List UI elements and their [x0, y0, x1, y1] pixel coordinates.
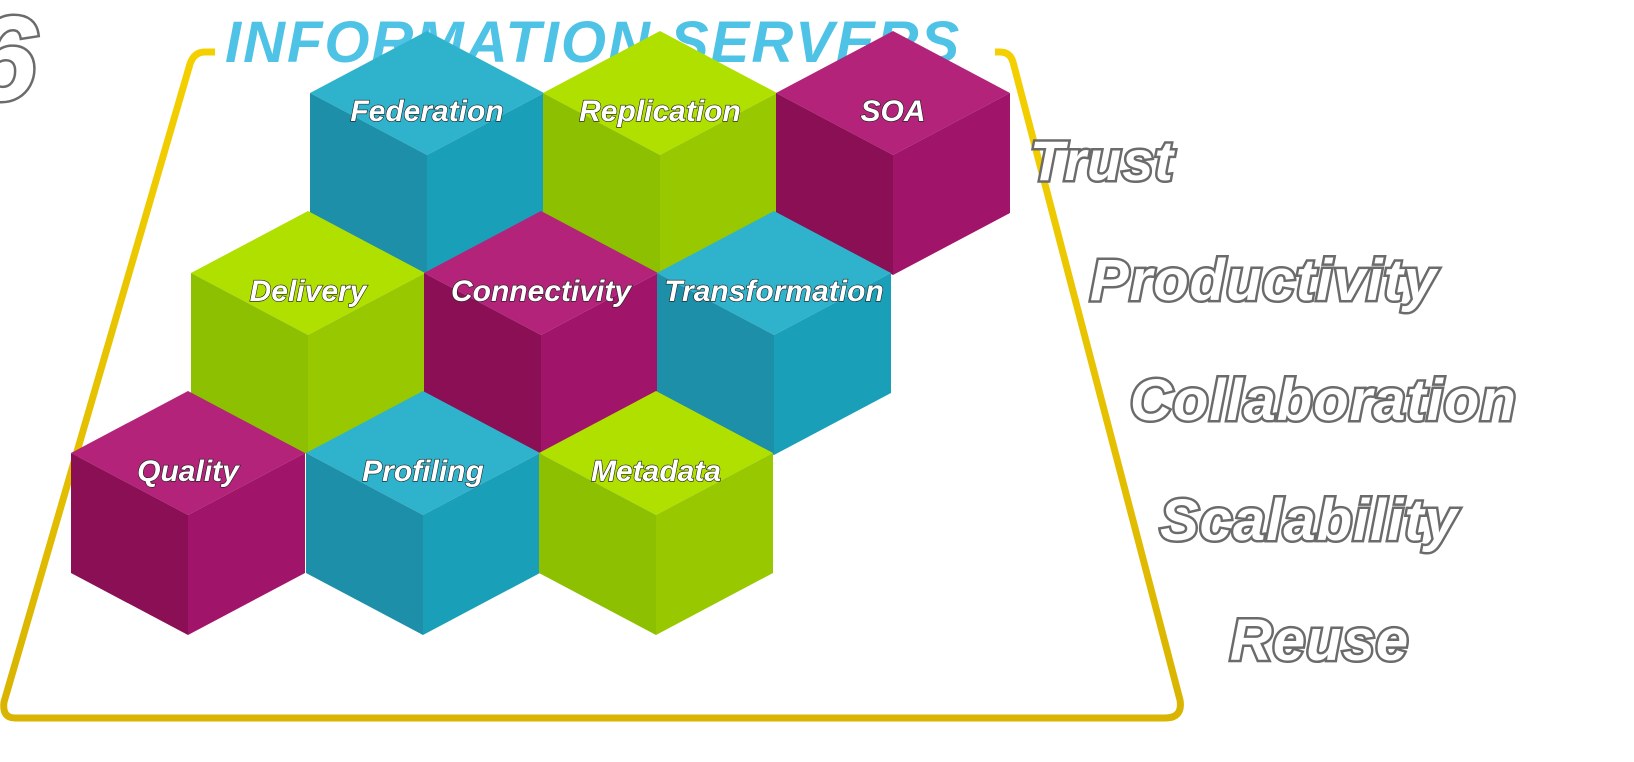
capability-cubes: Federation Replication SOA Delivery Connecti… [71, 31, 1010, 635]
partial-glyph: 6 [0, 0, 38, 126]
cube-left-face [424, 273, 541, 455]
cube-label: Federation [350, 95, 503, 128]
cube-left-face [191, 273, 308, 455]
cube-right-face [656, 453, 773, 635]
cube-right-face [541, 273, 658, 455]
cube-replication: Replication [543, 31, 777, 275]
benefit-trust: Trust [1030, 129, 1175, 192]
cube-metadata: Metadata [539, 391, 773, 635]
cube-right-face [188, 453, 305, 635]
cube-transformation: Transformation [657, 211, 891, 455]
cube-left-face [310, 93, 427, 275]
benefit-productivity: Productivity [1090, 248, 1439, 313]
benefit-scalability: Scalability [1160, 488, 1460, 553]
benefit-collaboration: Collaboration [1130, 368, 1517, 433]
cube-connectivity: Connectivity [424, 211, 658, 455]
cube-left-face [543, 93, 660, 275]
cube-soa: SOA [776, 31, 1010, 275]
cube-label: Profiling [362, 455, 484, 488]
cube-delivery: Delivery [191, 211, 425, 455]
cube-left-face [657, 273, 774, 455]
cube-right-face [893, 93, 1010, 275]
cube-left-face [776, 93, 893, 275]
cube-label: Transformation [664, 275, 883, 308]
cube-label: SOA [860, 95, 925, 128]
cube-label: Metadata [591, 455, 721, 488]
cube-quality: Quality [71, 391, 305, 635]
cube-right-face [423, 453, 540, 635]
cube-left-face [539, 453, 656, 635]
cube-profiling: Profiling [306, 391, 540, 635]
benefit-reuse: Reuse [1230, 608, 1409, 673]
cube-right-face [427, 93, 544, 275]
cube-label: Delivery [250, 275, 368, 308]
cube-left-face [71, 453, 188, 635]
cube-label: Connectivity [451, 275, 632, 308]
cube-left-face [306, 453, 423, 635]
cube-right-face [308, 273, 425, 455]
cube-label: Replication [579, 95, 741, 128]
cube-right-face [660, 93, 777, 275]
cube-label: Quality [137, 455, 240, 488]
cube-right-face [774, 273, 891, 455]
platform-frame [0, 48, 1184, 722]
cube-federation: Federation [310, 31, 544, 275]
benefits-list: Trust Productivity Collaboration Scalabi… [1028, 127, 1519, 676]
